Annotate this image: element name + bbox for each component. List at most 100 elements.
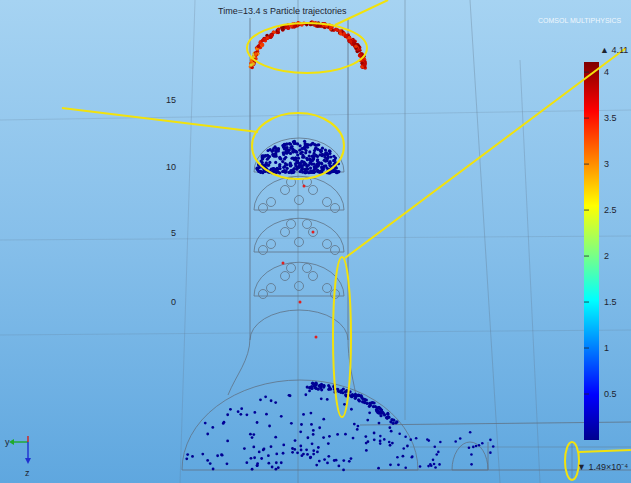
particle — [373, 438, 376, 441]
particle — [348, 39, 352, 43]
particle — [185, 457, 188, 460]
particle — [305, 171, 308, 174]
tick-mark — [584, 348, 589, 349]
particle — [253, 411, 256, 414]
particle — [211, 426, 214, 429]
particle — [388, 441, 391, 444]
particle — [258, 450, 261, 453]
particle — [302, 413, 305, 416]
particle — [209, 462, 212, 465]
particle — [259, 398, 262, 401]
particle — [409, 438, 412, 441]
particle — [260, 43, 264, 47]
particle — [287, 26, 291, 30]
particle — [350, 457, 353, 460]
particle — [257, 170, 260, 173]
particle — [261, 43, 265, 47]
color-bar-label: ▲ 4.11 — [600, 45, 628, 56]
particle — [292, 140, 295, 143]
particle — [261, 157, 264, 160]
particle — [320, 162, 323, 165]
particle — [316, 25, 320, 29]
particle — [280, 461, 283, 464]
particle — [290, 145, 293, 148]
particle — [285, 147, 288, 150]
particle — [300, 454, 303, 457]
particle — [352, 437, 355, 440]
particles — [185, 20, 494, 471]
particle — [288, 149, 291, 152]
particle — [321, 147, 324, 150]
particle — [312, 158, 315, 161]
particle — [427, 439, 430, 442]
particle — [221, 454, 224, 457]
particle — [256, 45, 260, 49]
particle — [489, 451, 492, 454]
particle — [312, 433, 315, 436]
particle — [312, 170, 315, 173]
particle — [311, 142, 314, 145]
particle — [267, 454, 270, 457]
particle — [359, 394, 362, 397]
particle — [299, 301, 302, 304]
particle — [264, 395, 267, 398]
particle — [316, 170, 319, 173]
particle — [308, 154, 311, 157]
particle — [322, 384, 325, 387]
particle — [472, 446, 475, 449]
particle — [385, 416, 388, 419]
particle — [321, 153, 324, 156]
particle — [394, 421, 397, 424]
particle — [337, 390, 340, 393]
particle — [286, 26, 290, 30]
particle — [308, 157, 311, 160]
particle — [379, 440, 382, 443]
particle — [296, 451, 299, 454]
particle — [309, 456, 312, 459]
particle — [258, 170, 261, 173]
particle — [316, 158, 319, 161]
particle — [313, 170, 316, 173]
particle — [312, 449, 315, 452]
particle — [391, 442, 394, 445]
particle — [256, 462, 259, 465]
axis-triad — [9, 436, 31, 464]
particle — [256, 421, 259, 424]
particle — [325, 151, 328, 154]
particle — [309, 166, 312, 169]
particle — [212, 468, 215, 471]
particle — [367, 440, 370, 443]
particle — [316, 159, 319, 162]
particle — [204, 422, 207, 425]
particle — [292, 150, 295, 153]
particle — [282, 452, 285, 455]
particle — [310, 412, 313, 415]
particle — [318, 460, 321, 463]
particle — [339, 32, 343, 36]
particle — [328, 150, 331, 153]
particle — [379, 435, 382, 438]
particle — [326, 461, 329, 464]
particle — [298, 163, 301, 166]
particle — [291, 447, 294, 450]
particle — [386, 417, 389, 420]
particle — [475, 445, 478, 448]
particle — [303, 140, 306, 143]
particle — [265, 413, 268, 416]
axis-number: 15 — [166, 95, 176, 106]
particle — [226, 440, 229, 443]
axis-label: y — [5, 437, 10, 448]
particle — [294, 439, 297, 442]
particle — [316, 451, 319, 454]
particle — [313, 384, 316, 387]
particle — [263, 448, 266, 451]
particle — [311, 155, 314, 158]
particle — [406, 445, 409, 448]
particle — [201, 453, 204, 456]
particle — [293, 167, 296, 170]
particle — [265, 36, 269, 40]
particle — [351, 393, 354, 396]
particle — [304, 151, 307, 154]
particle — [397, 463, 400, 466]
particle — [429, 463, 432, 466]
